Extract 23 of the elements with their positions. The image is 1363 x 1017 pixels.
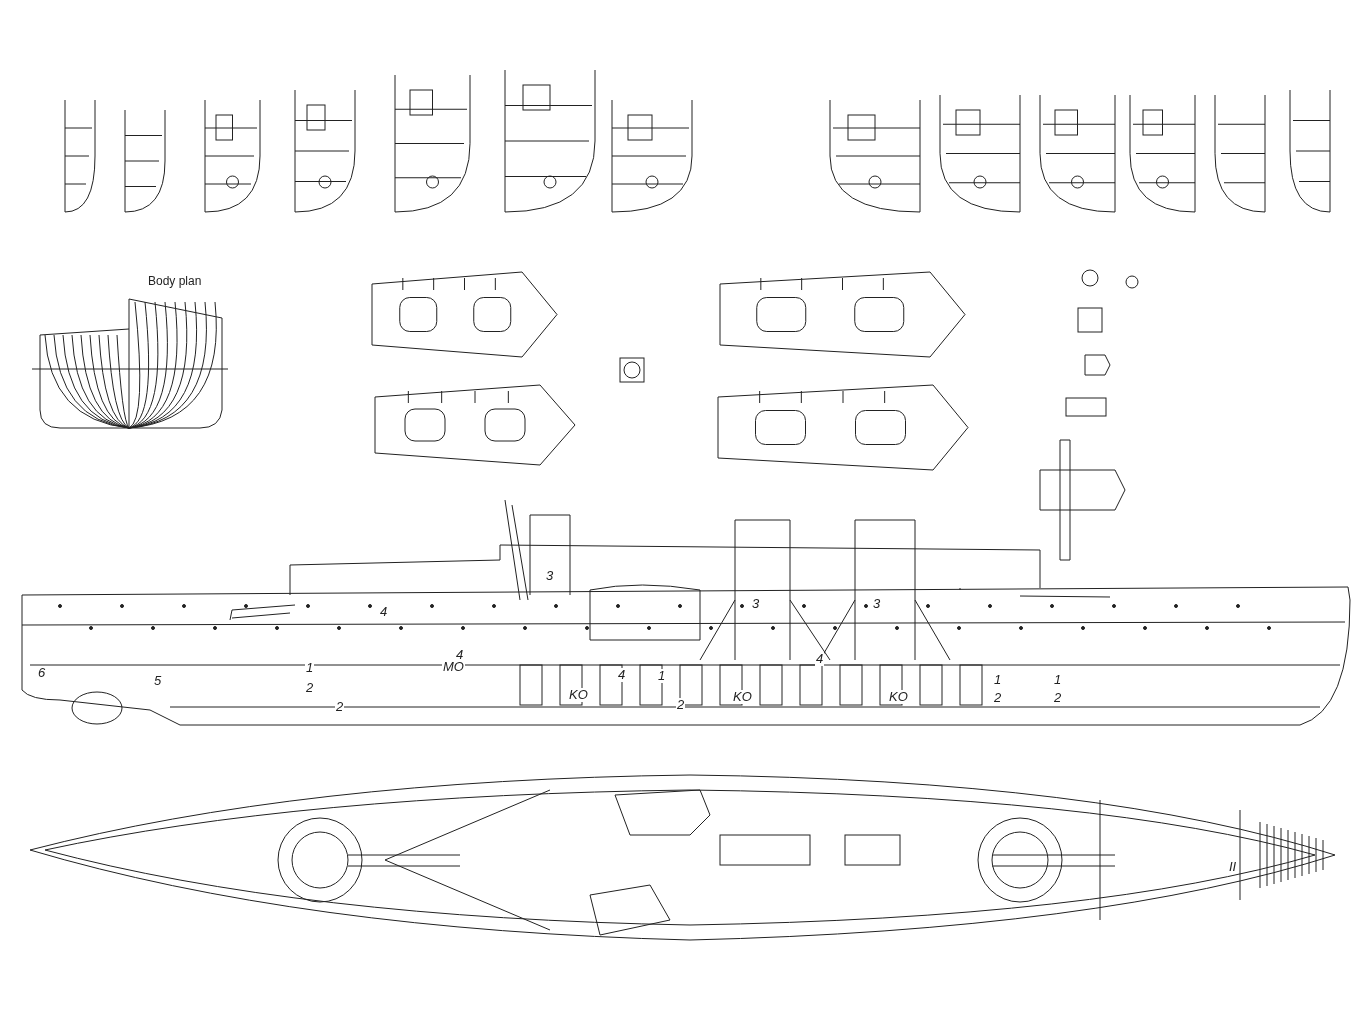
compartment-label: 6 [37, 666, 47, 680]
compartment-label: 2 [335, 700, 345, 714]
compartment-label: 1 [1053, 673, 1063, 687]
compartment-label: 4 [617, 668, 627, 682]
compartment-label: 3 [545, 569, 555, 583]
compartment-label: 4 [815, 652, 825, 666]
compartment-label: MO [442, 660, 465, 674]
compartment-label: II [1228, 860, 1238, 874]
compartment-label: KO [732, 690, 753, 704]
compartment-label: 4 [379, 605, 389, 619]
compartment-label: 3 [872, 597, 882, 611]
compartment-label: 2 [305, 681, 315, 695]
compartment-label: 3 [751, 597, 761, 611]
compartment-label: 1 [657, 669, 667, 683]
compartment-label: 2 [993, 691, 1003, 705]
compartment-label: 5 [153, 674, 163, 688]
compartment-label: KO [568, 688, 589, 702]
compartment-label: KO [888, 690, 909, 704]
compartment-label: 2 [676, 698, 686, 712]
compartment-label: 1 [993, 673, 1003, 687]
drawing-title: Body plan [147, 274, 203, 288]
compartment-label: 1 [305, 661, 315, 675]
compartment-label: 2 [1053, 691, 1063, 705]
